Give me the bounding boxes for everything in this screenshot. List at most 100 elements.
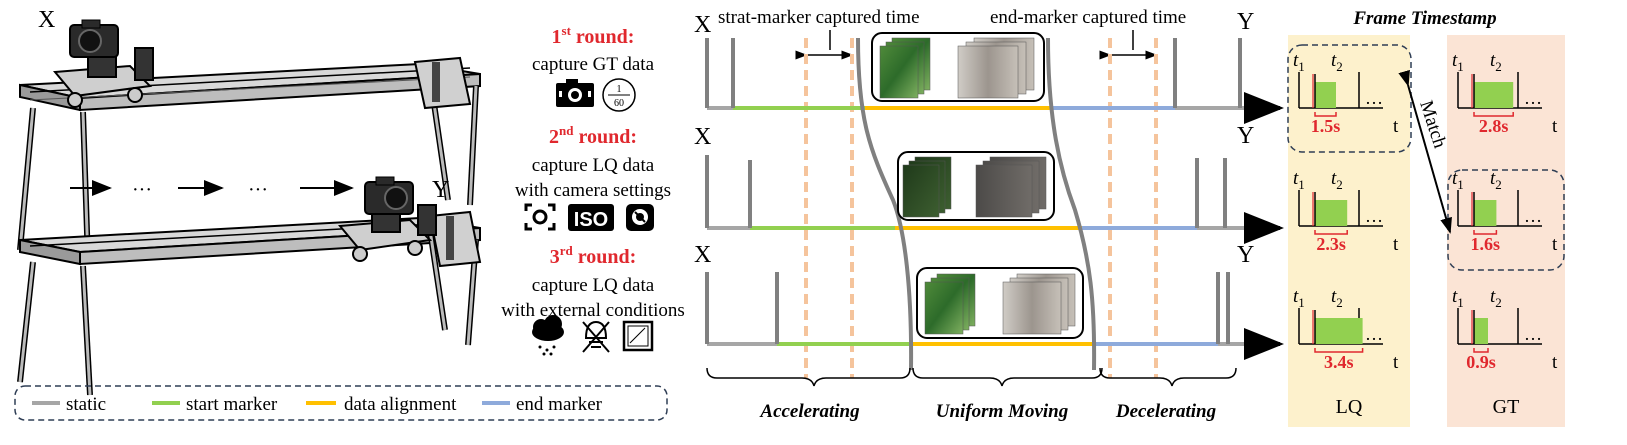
match-arrow [1398, 69, 1452, 234]
lq-frame-3-t1-label: t1 [1293, 286, 1305, 310]
timeline-y-label-3: Y [1237, 242, 1254, 268]
lq-frame-1-exposure-bar [1315, 82, 1336, 108]
gt-frame-1-t2-label: t2 [1490, 50, 1502, 74]
frame-plots: t1 t2 1.5s … t t1 t2 2.3s … t t1 t2 3.4s … t t1 t2 2.8s … t… [1293, 50, 1558, 373]
timeline-track-2 [705, 155, 1284, 244]
iso-icon [568, 204, 614, 231]
gt-frame-3-duration-label: 0.9s [1466, 352, 1496, 372]
legend-end-marker: end marker [516, 394, 603, 415]
gt-frame-3-axis-label: t [1552, 352, 1558, 373]
timer-denominator: 60 [614, 98, 624, 109]
gt-frame-1-t1-label: t1 [1452, 50, 1464, 74]
lq-frame-1-ellipsis: … [1365, 88, 1383, 108]
lq-frame-1-t2-label: t2 [1331, 50, 1343, 74]
gt-frame-3-duration-bracket [1473, 348, 1489, 353]
end-time-bracket [1099, 30, 1158, 60]
lq-frame-2-t2-label: t2 [1331, 168, 1343, 192]
lq-frame-3-duration-label: 3.4s [1324, 352, 1354, 372]
phase-accelerating: Accelerating [759, 401, 859, 422]
thumbnails-round-1 [871, 32, 1045, 102]
gt-frame-2-ellipsis: … [1524, 206, 1542, 226]
rig-top-x-label: X [38, 7, 55, 33]
gt-frame-3-ellipsis: … [1524, 324, 1542, 344]
round-2-line-2: with camera settings [515, 180, 671, 201]
aperture-icon [626, 204, 654, 231]
lq-frame-2-duration-label: 2.3s [1316, 234, 1346, 254]
thumbnails-round-3 [916, 267, 1084, 339]
thumbnails-round-2 [897, 151, 1055, 221]
gt-frame-1-exposure-bar [1474, 82, 1514, 108]
gt-frame-2-exposure-bar [1474, 200, 1497, 226]
timeline-x-label-1: X [694, 12, 711, 38]
start-alignment-curve [856, 37, 914, 371]
legend-data-alignment: data alignment [344, 394, 457, 415]
gt-frame-2-t1-label: t1 [1452, 168, 1464, 192]
iso-icon-label: ISO [574, 209, 608, 231]
lq-match-highlight [1287, 44, 1412, 153]
gt-frame-3-t2-label: t2 [1490, 286, 1502, 310]
timeline-track-3 [705, 272, 1284, 360]
gt-frame-1-duration-label: 2.8s [1479, 116, 1509, 136]
legend [14, 385, 668, 421]
lq-frame-2-t1-label: t1 [1293, 168, 1305, 192]
gt-frame-2-t2-label: t2 [1490, 168, 1502, 192]
timeline-y-label-2: Y [1237, 123, 1254, 149]
gt-frame-2-axis-label: t [1552, 234, 1558, 255]
legend-static: static [66, 394, 106, 415]
ellipsis-2: ··· [248, 179, 268, 201]
frame-timestamp-title: Frame Timestamp [1352, 8, 1496, 29]
lq-frame-1-duration-label: 1.5s [1311, 116, 1341, 136]
lq-frame-2-ellipsis: … [1365, 206, 1383, 226]
gt-frame-3-exposure-bar [1474, 318, 1488, 344]
timer-numerator: 1 [617, 84, 622, 95]
gt-frame-1-ellipsis: … [1524, 88, 1542, 108]
lq-frame-3-exposure-bar [1315, 318, 1363, 344]
lq-frame-1-axis-label: t [1393, 116, 1399, 137]
timeline-x-label-3: X [694, 242, 711, 268]
gt-frame-1-duration-bracket [1473, 112, 1514, 117]
timeline-track-1 [705, 38, 1284, 124]
lq-frame-3-axis-label: t [1393, 352, 1399, 373]
focus-icon [524, 203, 556, 231]
lq-frame-2-exposure-bar [1315, 200, 1348, 226]
no-light-icon [582, 320, 610, 353]
ellipsis-1: ··· [132, 179, 152, 201]
slider-rig-bottom [17, 176, 482, 396]
lq-panel [1288, 35, 1410, 427]
timeline-y-label-1: Y [1237, 9, 1254, 35]
gt-panel-label: GT [1493, 396, 1520, 418]
gt-frame-3-t1-label: t1 [1452, 286, 1464, 310]
match-label: Match [1415, 98, 1450, 151]
end-marker-time-label: end-marker captured time [990, 7, 1186, 28]
phase-uniform-moving: Uniform Moving [936, 401, 1069, 422]
shutter-timer-icon [602, 78, 636, 112]
lq-panel-label: LQ [1336, 396, 1363, 418]
glass-frame-icon [622, 320, 654, 352]
round-1-line-1: capture GT data [532, 54, 655, 75]
gt-frame-2-duration-label: 1.6s [1470, 234, 1500, 254]
round-3-line-2: with external conditions [501, 300, 685, 321]
timeline-x-label-2: X [694, 124, 711, 150]
rig-bottom-y-label: Y [432, 177, 449, 203]
gt-frame-2-duration-bracket [1473, 230, 1498, 235]
rain-cloud-icon [532, 315, 564, 356]
gt-match-highlight [1447, 169, 1565, 271]
guide-lines [804, 38, 1158, 378]
lq-frame-1-duration-bracket [1314, 112, 1337, 117]
camera-icon [556, 79, 594, 107]
lq-frame-3-duration-bracket [1314, 348, 1364, 353]
end-alignment-curve [1046, 37, 1097, 371]
round-2-title: 2nd round: [549, 123, 637, 148]
gt-frame-1-axis-label: t [1552, 116, 1558, 137]
round-2-line-1: capture LQ data [532, 155, 655, 176]
lq-frame-1-t1-label: t1 [1293, 50, 1305, 74]
lq-frame-3-ellipsis: … [1365, 324, 1383, 344]
slider-rig-top [17, 19, 481, 263]
round-3-line-1: capture LQ data [532, 275, 655, 296]
phase-decelerating: Decelerating [1115, 401, 1216, 422]
round-3-title: 3rd round: [550, 243, 637, 268]
lq-frame-2-duration-bracket [1314, 230, 1348, 235]
start-marker-time-label: strat-marker captured time [718, 7, 920, 28]
phase-braces [706, 367, 1237, 387]
